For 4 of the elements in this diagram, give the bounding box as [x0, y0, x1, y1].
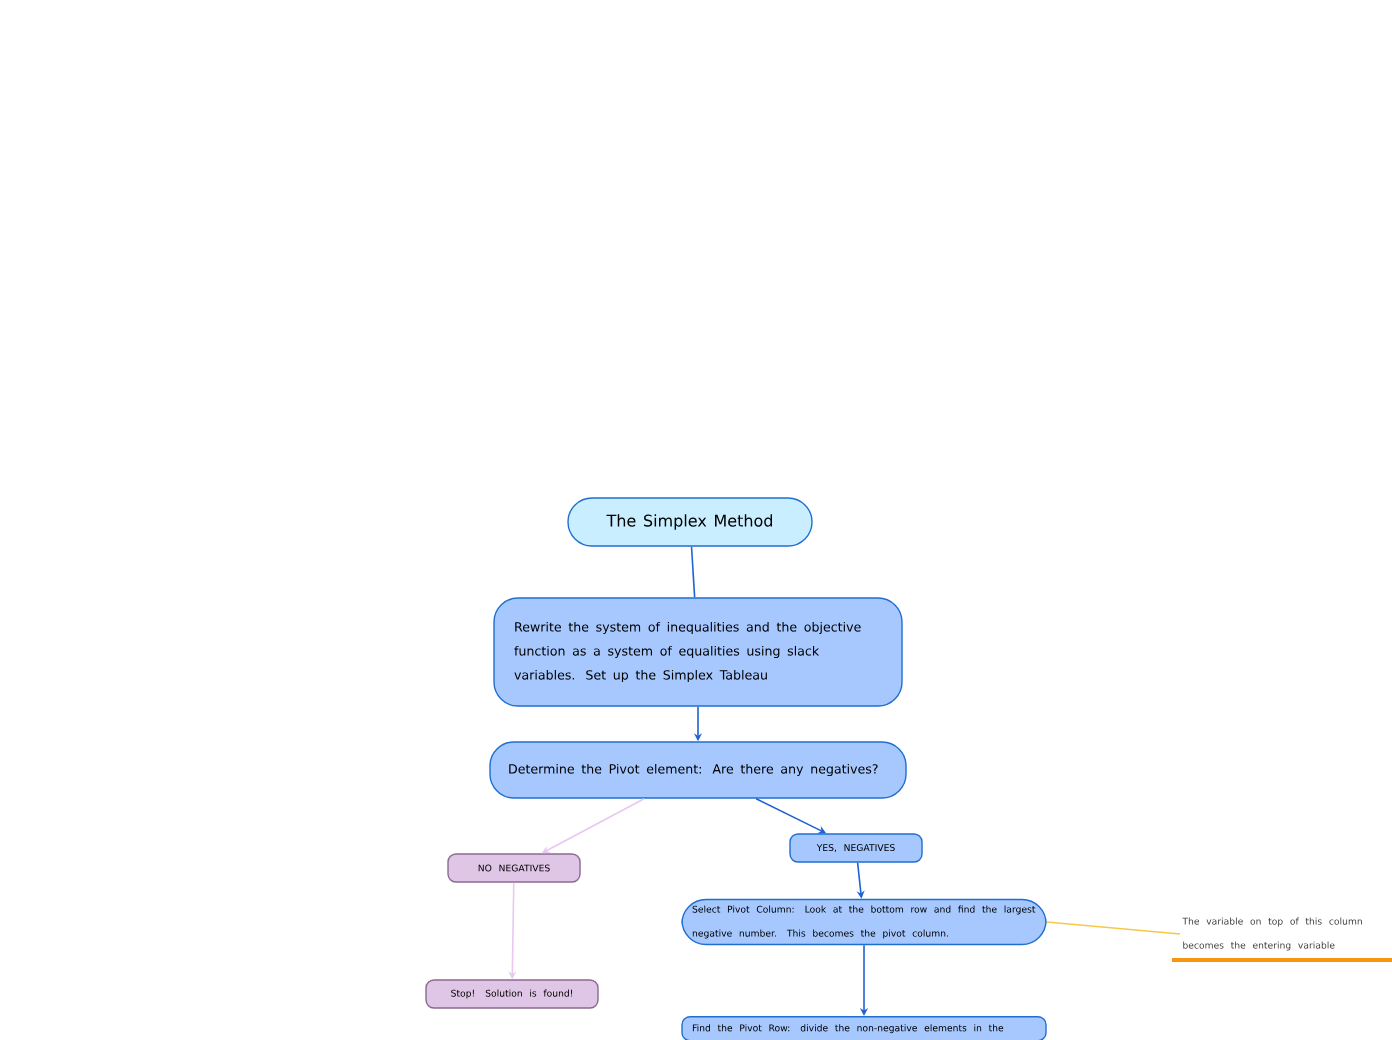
arrow [856, 861, 865, 899]
connector-line [690, 545, 696, 599]
title-box: The Simplex Method [567, 497, 813, 547]
connector-line [1045, 921, 1181, 935]
